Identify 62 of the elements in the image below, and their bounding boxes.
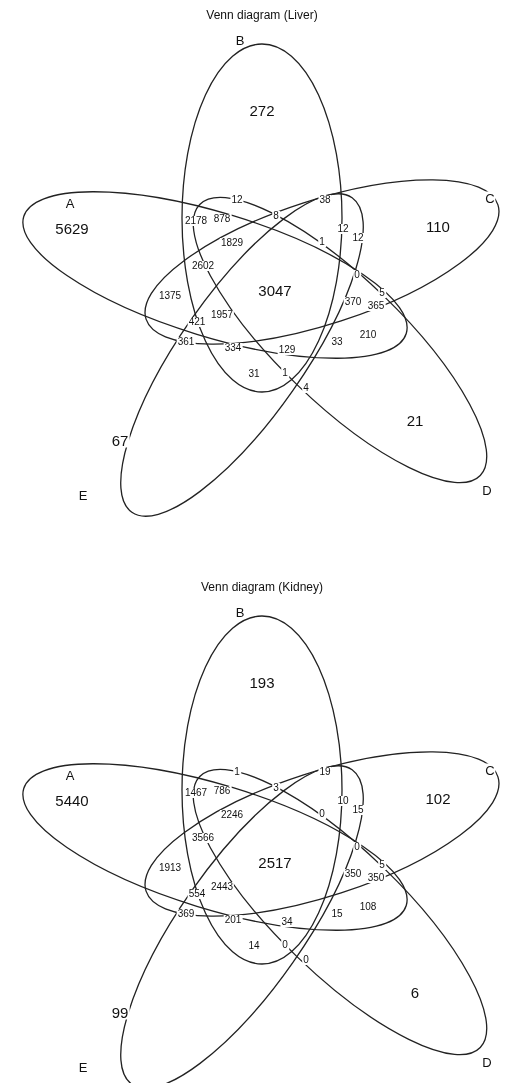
- region-count: 14: [247, 941, 261, 951]
- region-count: 8: [272, 211, 280, 221]
- region-count: 369: [176, 909, 196, 919]
- region-count: 1: [233, 767, 241, 777]
- region-count: 350: [366, 873, 386, 883]
- region-count: 0: [353, 842, 361, 852]
- region-count: 365: [366, 301, 386, 311]
- region-count: 0: [281, 940, 289, 950]
- region-count: 421: [187, 317, 207, 327]
- region-count: 1829: [219, 238, 245, 248]
- set-label: B: [234, 605, 246, 619]
- region-count: 554: [187, 889, 207, 899]
- region-count: 1957: [209, 310, 235, 320]
- region-count: 334: [223, 343, 243, 353]
- region-count: 201: [223, 915, 243, 925]
- region-count: 0: [353, 270, 361, 280]
- region-count: 1913: [157, 863, 183, 873]
- set-label: C: [484, 191, 496, 205]
- set-label: E: [77, 488, 89, 502]
- set-label: D: [481, 1055, 493, 1069]
- region-count: 34: [280, 917, 294, 927]
- set-label: A: [64, 196, 76, 210]
- chart-title: Venn diagram (Kidney): [199, 581, 325, 593]
- set-label: C: [484, 763, 496, 777]
- region-count: 33: [330, 337, 344, 347]
- set-label: E: [77, 1060, 89, 1074]
- region-count: 38: [318, 195, 332, 205]
- region-count: 5: [378, 288, 386, 298]
- set-label: B: [234, 33, 246, 47]
- region-count: 12: [230, 195, 244, 205]
- region-count: 2443: [209, 882, 235, 892]
- region-count: 5: [378, 860, 386, 870]
- region-count: 3: [272, 783, 280, 793]
- region-count: 1375: [157, 291, 183, 301]
- region-count: 2246: [219, 810, 245, 820]
- region-count: 0: [318, 809, 326, 819]
- set-label: A: [64, 768, 76, 782]
- region-count: 350: [343, 869, 363, 879]
- region-count: 15: [330, 909, 344, 919]
- region-count: 786: [212, 786, 232, 796]
- region-count: 1467: [183, 788, 209, 798]
- region-count: 2602: [190, 261, 216, 271]
- set-label: D: [481, 483, 493, 497]
- region-count: 12: [351, 233, 365, 243]
- region-count: 3566: [190, 833, 216, 843]
- region-count: 15: [351, 805, 365, 815]
- region-count: 370: [343, 297, 363, 307]
- region-count: 31: [247, 369, 261, 379]
- region-count: 878: [212, 214, 232, 224]
- region-count: 4: [302, 383, 310, 393]
- region-count: 361: [176, 337, 196, 347]
- region-count: 10: [336, 796, 350, 806]
- region-count: 12: [336, 224, 350, 234]
- region-count: 1: [318, 237, 326, 247]
- region-count: 19: [318, 767, 332, 777]
- region-count: 0: [302, 955, 310, 965]
- region-count: 129: [277, 345, 297, 355]
- region-count: 210: [358, 330, 378, 340]
- region-count: 108: [358, 902, 378, 912]
- chart-title: Venn diagram (Liver): [205, 9, 319, 21]
- region-count: 2178: [183, 216, 209, 226]
- region-count: 1: [281, 368, 289, 378]
